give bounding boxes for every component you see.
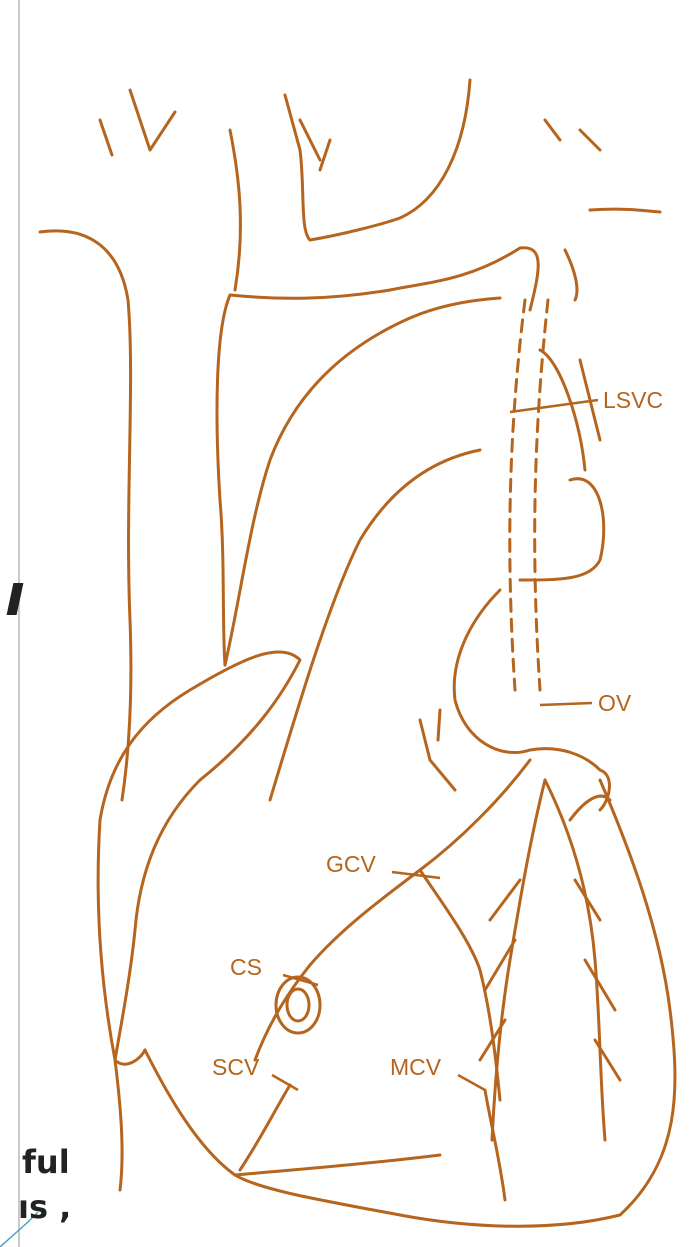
coronary-veins — [255, 710, 530, 1100]
left-atrium-outline — [454, 590, 609, 810]
label-cs: CS — [230, 954, 262, 980]
small-middle-cardiac-veins — [240, 1085, 505, 1200]
label-gcv: GCV — [326, 851, 377, 877]
label-mcv: MCV — [390, 1054, 442, 1080]
great-vessels-outline — [40, 231, 538, 800]
label-leader-lines — [272, 400, 598, 1090]
label-scv: SCV — [212, 1054, 260, 1080]
upper-vessel-branches — [100, 80, 660, 300]
lsvc-dashed-vessel — [510, 300, 548, 690]
clipped-text-line-2: ıs , — [18, 1188, 71, 1226]
label-lsvc: LSVC — [603, 387, 663, 413]
label-ov: OV — [598, 690, 632, 716]
pulmonary-outline — [270, 350, 604, 800]
interventricular-branches — [480, 780, 620, 1140]
clipped-text-line-1: ful — [22, 1143, 70, 1181]
left-ventricle-outline — [235, 780, 675, 1226]
